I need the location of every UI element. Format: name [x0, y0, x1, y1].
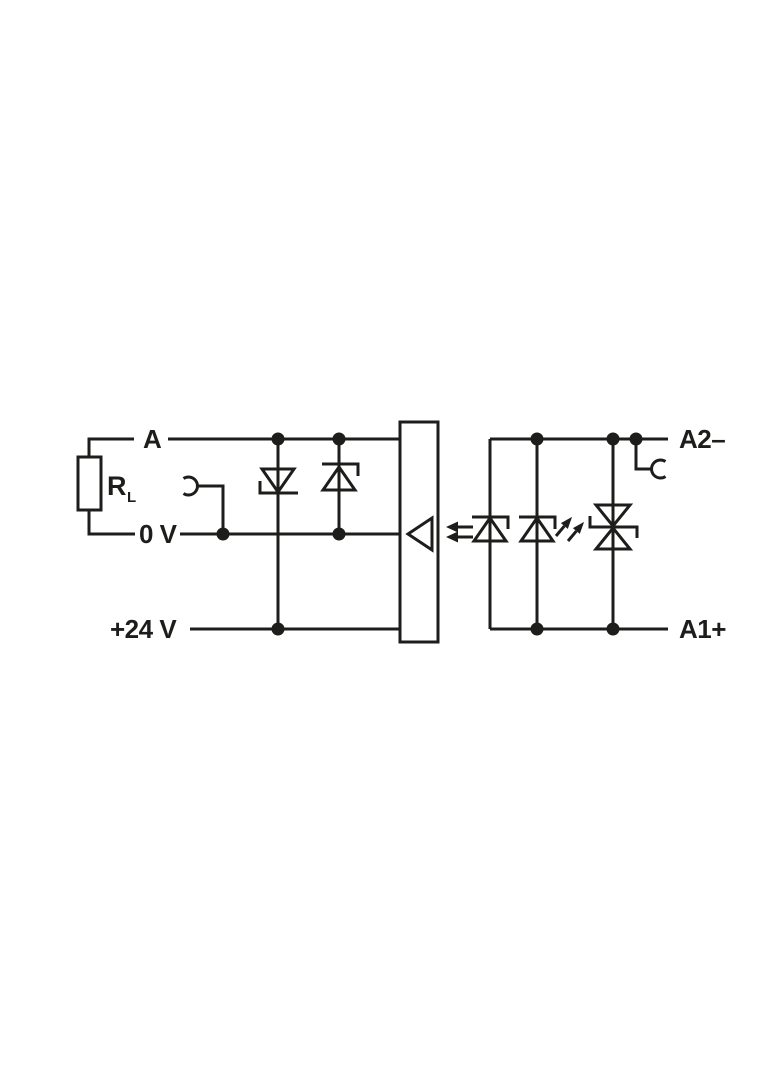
coil-side-wiring — [488, 437, 668, 631]
field-side-wiring — [87, 437, 400, 631]
bidirectional-tvs-diode-icon — [588, 503, 639, 551]
plug-contact-right-icon — [634, 441, 667, 480]
label-load-resistor: RL — [107, 471, 136, 506]
zener-diode-icon — [258, 467, 298, 495]
junction-dots — [216, 432, 643, 636]
wire-contact-right — [634, 441, 651, 471]
light-coupling-arrows-icon — [446, 521, 473, 543]
label-terminal-a2: A2– — [679, 424, 726, 454]
load-resistor-icon — [76, 455, 103, 512]
label-output-a: A — [143, 424, 162, 454]
wire-resistor-to-0v — [87, 510, 135, 536]
optocoupler-led-icon — [471, 515, 510, 543]
plug-contact-left-icon — [182, 475, 225, 532]
label-load-resistor-main: R — [107, 471, 127, 501]
zener-diode-reversed-icon — [320, 462, 360, 492]
photoreceiver-triangle-icon — [405, 515, 434, 553]
label-terminal-a1: A1+ — [679, 614, 726, 644]
wire-resistor-to-a — [87, 437, 134, 457]
label-plus-24v: +24 V — [110, 614, 177, 644]
wire-contact-left — [198, 484, 225, 532]
label-0v: 0 V — [139, 519, 177, 549]
label-load-resistor-subscript: L — [127, 489, 137, 506]
status-led-icon — [518, 515, 585, 543]
